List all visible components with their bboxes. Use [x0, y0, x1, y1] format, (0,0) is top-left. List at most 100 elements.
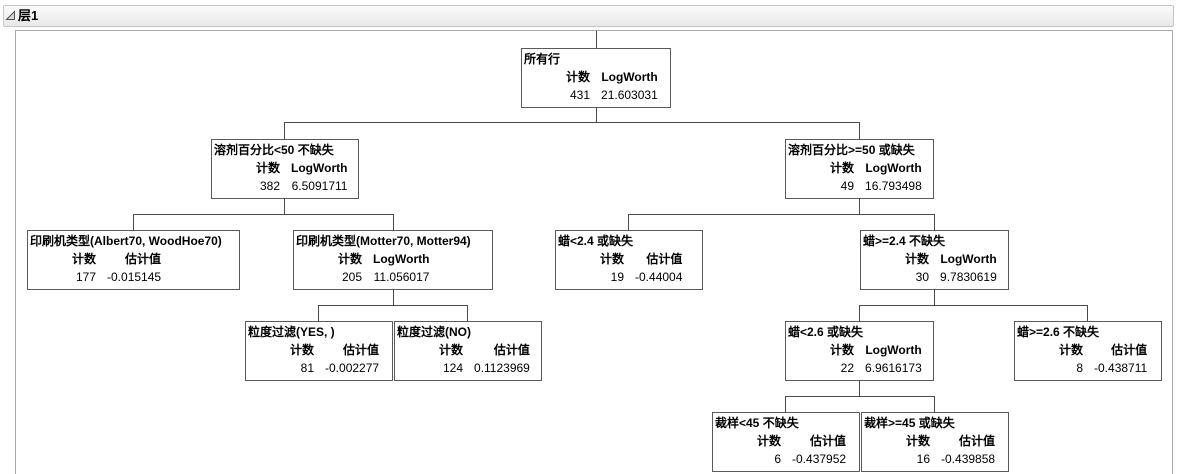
stats-value-row: 6 -0.437952 [757, 450, 846, 468]
count-value: 19 [610, 270, 625, 284]
node-stats-table: 计数 估计值 177-0.015145 [72, 250, 161, 286]
estimate-value: -0.437952 [792, 452, 847, 466]
logworth-value: 21.603031 [601, 88, 658, 102]
count-header: 计数 [1059, 343, 1084, 357]
count-header: 计数 [906, 434, 931, 448]
disclosure-open-icon[interactable] [5, 10, 16, 21]
stats-value-row: 431 21.603031 [566, 86, 658, 104]
stats-value-row: 30 9.7830619 [905, 268, 997, 286]
count-header: 计数 [439, 343, 464, 357]
stats-header-row: 计数 LogWorth [566, 68, 658, 86]
count-header: 计数 [757, 434, 782, 448]
tree-node-wax-ge-2-4[interactable]: 蜡>=2.4 不缺失 计数 LogWorth 30 9.7830619 [860, 230, 1009, 290]
logworth-header: LogWorth [940, 252, 997, 266]
estimate-header: 估计值 [343, 343, 380, 357]
stats-header-row: 计数 LogWorth [830, 159, 922, 177]
stats-value-row: 49 16.793498 [830, 177, 922, 195]
count-header: 计数 [338, 252, 363, 266]
node-label: 粒度过滤(NO) [397, 325, 471, 339]
estimate-value: 0.1123969 [474, 361, 530, 375]
stats-value-row: 177-0.015145 [72, 268, 161, 286]
estimate-value: -0.002277 [325, 361, 380, 375]
stats-header-row: 计数 LogWorth [905, 250, 997, 268]
node-stats-table: 计数 估计值 124 0.1123969 [439, 341, 530, 377]
count-value: 382 [259, 179, 281, 193]
count-header: 计数 [600, 252, 625, 266]
tree-node-all-rows[interactable]: 所有行 计数 LogWorth 431 21.603031 [521, 48, 671, 108]
node-label: 蜡>=2.4 不缺失 [863, 234, 946, 248]
report-outline-header[interactable]: 层1 [3, 5, 1174, 27]
logworth-header: LogWorth [601, 70, 658, 84]
stats-value-row: 124 0.1123969 [439, 359, 530, 377]
node-stats-table: 计数 LogWorth 382 6.5091711 [256, 159, 347, 195]
estimate-header: 估计值 [810, 434, 847, 448]
logworth-header: LogWorth [865, 343, 922, 357]
stats-header-row: 计数 估计值 [600, 250, 682, 268]
estimate-header: 估计值 [125, 252, 162, 266]
estimate-value: -0.439858 [941, 452, 996, 466]
stats-header-row: 计数 估计值 [290, 341, 379, 359]
tree-node-press-albert-woodhoe[interactable]: 印刷机类型(Albert70, WoodHoe70) 计数估计值 177-0.0… [27, 230, 240, 290]
tree-node-solvent-ge-50[interactable]: 溶剂百分比>=50 或缺失 计数 LogWorth 49 16.793498 [785, 139, 934, 199]
logworth-value: 6.5091711 [291, 179, 348, 193]
count-value: 49 [840, 179, 855, 193]
tree-node-caliper-ge-45[interactable]: 裁样>=45 或缺失 计数估计值 16-0.439858 [861, 412, 1009, 472]
estimate-header: 估计值 [493, 343, 530, 357]
estimate-header: 估计值 [646, 252, 683, 266]
node-label: 蜡<2.6 或缺失 [788, 325, 864, 339]
estimate-header: 估计值 [959, 434, 996, 448]
count-value: 81 [300, 361, 315, 375]
stats-header-row: 计数 LogWorth [256, 159, 347, 177]
stats-header-row: 计数 估计值 [906, 432, 995, 450]
count-value: 6 [774, 452, 782, 466]
stats-value-row: 8-0.438711 [1059, 359, 1147, 377]
node-stats-table: 计数 估计值 19 -0.44004 [600, 250, 682, 286]
count-value: 124 [442, 361, 464, 375]
tree-node-caliper-lt-45[interactable]: 裁样<45 不缺失 计数 估计值 6 -0.437952 [712, 412, 860, 472]
count-value: 30 [915, 270, 930, 284]
count-header: 计数 [905, 252, 930, 266]
count-value: 205 [341, 270, 363, 284]
tree-node-wax-ge-2-6[interactable]: 蜡>=2.6 不缺失 计数估计值 8-0.438711 [1014, 321, 1162, 381]
estimate-value: -0.438711 [1094, 361, 1148, 375]
tree-node-grain-no[interactable]: 粒度过滤(NO) 计数 估计值 124 0.1123969 [394, 321, 542, 381]
node-label: 所有行 [524, 52, 561, 66]
count-header: 计数 [72, 252, 97, 266]
count-header: 计数 [830, 161, 855, 175]
node-stats-table: 计数 估计值 8-0.438711 [1059, 341, 1147, 377]
count-header: 计数 [256, 161, 281, 175]
count-value: 431 [569, 88, 591, 102]
count-value: 177 [75, 270, 97, 284]
tree-node-grain-yes[interactable]: 粒度过滤(YES, ) 计数 估计值 81 -0.002277 [245, 321, 393, 381]
logworth-value: 6.9616173 [865, 361, 922, 375]
stats-value-row: 19 -0.44004 [600, 268, 683, 286]
logworth-header: LogWorth [291, 161, 348, 175]
node-stats-table: 计数估计值 16-0.439858 [906, 432, 995, 468]
node-label: 粒度过滤(YES, ) [248, 325, 335, 339]
estimate-value: -0.44004 [635, 270, 683, 284]
tree-node-wax-lt-2-4[interactable]: 蜡<2.4 或缺失 计数估计值 19-0.44004 [555, 230, 703, 290]
count-header: 计数 [290, 343, 315, 357]
logworth-header: LogWorth [373, 252, 430, 266]
stats-header-row: 计数 LogWorth [338, 250, 429, 268]
node-stats-table: 计数 LogWorth 431 21.603031 [566, 68, 658, 104]
logworth-header: LogWorth [865, 161, 922, 175]
count-header: 计数 [566, 70, 591, 84]
logworth-value: 16.793498 [865, 179, 922, 193]
node-label: 溶剂百分比>=50 或缺失 [788, 143, 915, 157]
logworth-value: 9.7830619 [940, 270, 997, 284]
node-stats-table: 计数 估计值 81 -0.002277 [290, 341, 379, 377]
report-title: 层1 [18, 8, 39, 23]
stats-value-row: 81 -0.002277 [290, 359, 379, 377]
estimate-header: 估计值 [1111, 343, 1148, 357]
stats-value-row: 382 6.5091711 [256, 177, 347, 195]
node-label: 裁样<45 不缺失 [715, 416, 799, 430]
node-stats-table: 计数 LogWorth 30 9.7830619 [905, 250, 997, 286]
